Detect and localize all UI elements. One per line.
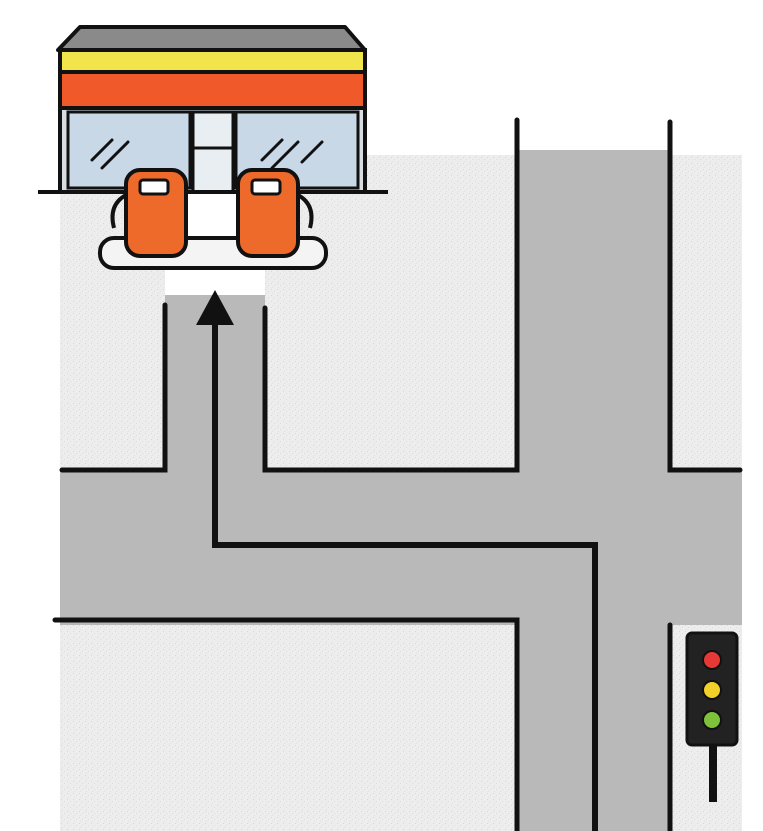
light-yellow <box>703 681 721 699</box>
light-green <box>703 711 721 729</box>
station-roof <box>58 27 365 50</box>
station-door <box>193 112 233 192</box>
light-red <box>703 651 721 669</box>
station-yellow-stripe <box>60 50 365 72</box>
station-red-stripe <box>60 72 365 108</box>
